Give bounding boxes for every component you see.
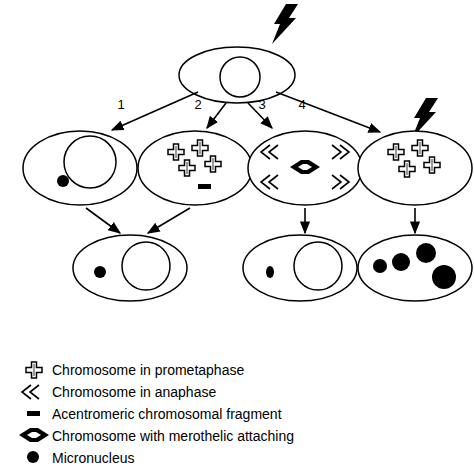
legend-text: Chromosome in prometaphase xyxy=(52,362,244,378)
arrow xyxy=(304,208,306,233)
anaphase-chromosome xyxy=(332,145,349,159)
legend-text: Chromosome with merothelic attaching xyxy=(52,428,294,444)
legend-sample xyxy=(22,385,39,399)
prometaphase-chromosome xyxy=(399,161,415,177)
prometaphase-chromosome xyxy=(388,144,404,160)
nucleus xyxy=(64,136,116,188)
nucleus xyxy=(294,242,342,290)
nucleus xyxy=(122,242,170,290)
callout-number: 4 xyxy=(298,97,305,112)
anaphase-chromosome xyxy=(332,175,349,189)
prometaphase-chromosome xyxy=(192,140,208,156)
cell xyxy=(73,235,187,301)
arrow xyxy=(148,208,190,233)
legend-sample xyxy=(26,362,42,378)
legend-sample xyxy=(19,428,49,442)
cell xyxy=(23,131,137,205)
cell xyxy=(358,131,472,205)
micronucleus xyxy=(373,259,387,273)
cell xyxy=(243,235,357,301)
acentric-fragment xyxy=(198,184,211,189)
merotelic-chromosome xyxy=(290,160,320,174)
prometaphase-chromosome xyxy=(424,157,440,173)
legend-text: Acentromeric chromosomal fragment xyxy=(52,406,282,422)
arrow xyxy=(207,103,226,128)
cell xyxy=(138,131,252,205)
callout-number: 3 xyxy=(258,97,265,112)
cell xyxy=(248,131,362,205)
radiation-bolt xyxy=(272,4,298,44)
cell xyxy=(358,235,472,301)
cell xyxy=(179,47,295,103)
anaphase-chromosome xyxy=(261,145,278,159)
legend-sample xyxy=(27,411,40,416)
legend-text: Chromosome in anaphase xyxy=(52,384,216,400)
arrow xyxy=(276,92,380,132)
arrow xyxy=(112,92,198,130)
micronucleus xyxy=(266,266,274,278)
micronucleus xyxy=(416,243,436,263)
arrow xyxy=(414,208,416,233)
prometaphase-chromosome xyxy=(412,140,428,156)
micronucleus xyxy=(94,266,106,278)
arrow xyxy=(86,208,120,233)
legend-text: Micronucleus xyxy=(52,450,134,466)
callout-number: 1 xyxy=(117,97,124,112)
prometaphase-chromosome xyxy=(205,156,221,172)
micronucleus xyxy=(432,265,456,289)
prometaphase-chromosome xyxy=(179,160,195,176)
prometaphase-chromosome xyxy=(168,144,184,160)
callout-number: 2 xyxy=(194,97,201,112)
legend-sample xyxy=(27,451,39,463)
nucleus xyxy=(220,57,260,97)
micronucleus xyxy=(392,253,410,271)
anaphase-chromosome xyxy=(261,175,278,189)
micronucleus xyxy=(57,175,69,187)
